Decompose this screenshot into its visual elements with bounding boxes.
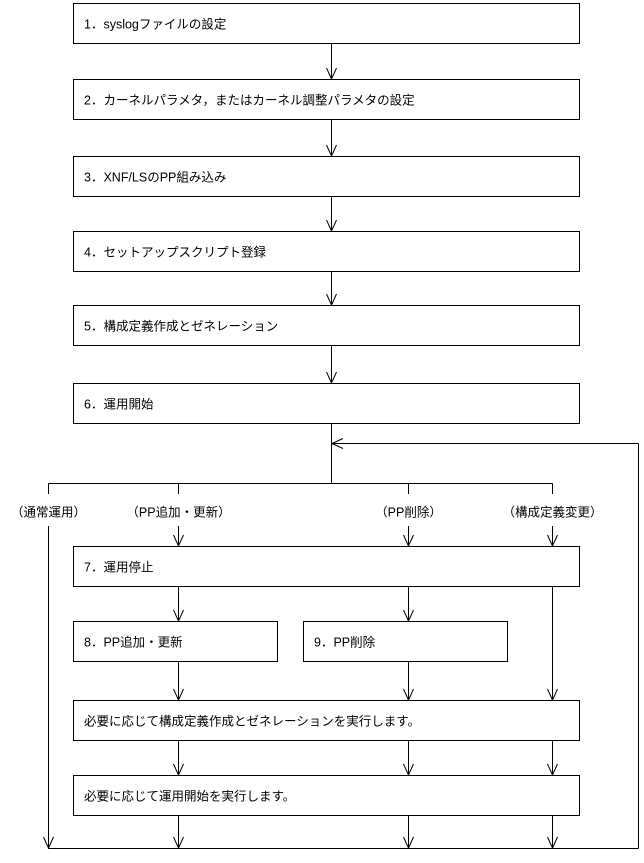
branch-label-config-change: （構成定義変更） (502, 504, 602, 519)
connector-step11-collector-mid (403, 815, 414, 850)
node-step11-label: 必要に応じて運用開始を実行します。 (84, 788, 295, 803)
connector-normal-operation (43, 526, 54, 850)
connector-pp-delete-step7 (403, 526, 414, 548)
node-step8: 8．PP追加・更新 (73, 621, 278, 662)
branch-label-pp-add: （PP追加・更新） (126, 504, 230, 519)
connector-step11-collector-right (547, 815, 558, 850)
connector-step7-step8 (173, 586, 184, 623)
connector-config-change-step7 (547, 526, 558, 548)
node-step1-label: 1．syslogファイルの設定 (84, 16, 226, 31)
node-step7: 7．運用停止 (73, 546, 580, 587)
node-step9: 9．PP削除 (303, 621, 508, 662)
connector-step4-step5 (326, 271, 337, 307)
node-step3-label: 3．XNF/LSのPP組み込み (84, 170, 226, 184)
node-step8-label: 8．PP追加・更新 (84, 634, 183, 649)
connector-step5-step6 (326, 345, 337, 385)
node-step10: 必要に応じて構成定義作成とゼネレーションを実行します。 (73, 700, 580, 741)
connector-step9-step10 (403, 661, 414, 702)
node-step3: 3．XNF/LSのPP組み込み (73, 156, 580, 197)
node-step4: 4．セットアップスクリプト登録 (73, 231, 580, 272)
node-step5-label: 5．構成定義作成とゼネレーション (84, 318, 278, 333)
node-step9-label: 9．PP削除 (314, 634, 376, 649)
node-step2: 2．カーネルパラメタ，またはカーネル調整パラメタの設定 (73, 79, 580, 120)
node-step1: 1．syslogファイルの設定 (73, 3, 580, 44)
branch-label-normal: （通常運用） (11, 505, 86, 519)
connector-step8-step10 (173, 661, 184, 702)
connector-step2-step3 (326, 119, 337, 158)
node-step4-label: 4．セットアップスクリプト登録 (84, 244, 266, 259)
connector-step10-step11-mid (403, 740, 414, 777)
node-step5: 5．構成定義作成とゼネレーション (73, 305, 580, 346)
branch-bus (48, 423, 553, 494)
branch-label-pp-delete: （PP削除） (375, 504, 442, 519)
connector-pp-add-step7 (173, 526, 184, 548)
connector-step1-step2 (326, 43, 337, 81)
connector-step10-step11-right (547, 740, 558, 777)
node-step6: 6．運用開始 (73, 383, 580, 424)
connector-step11-collector-left (173, 815, 184, 850)
node-step2-label: 2．カーネルパラメタ，またはカーネル調整パラメタの設定 (84, 92, 415, 107)
connector-step7-step9 (403, 586, 414, 623)
return-loop-connector (330, 438, 639, 849)
node-step11: 必要に応じて運用開始を実行します。 (73, 775, 580, 816)
node-step7-label: 7．運用停止 (84, 559, 153, 574)
connector-step3-step4 (326, 196, 337, 233)
connector-step10-step11-left (173, 740, 184, 777)
node-step6-label: 6．運用開始 (84, 397, 154, 411)
node-step10-label: 必要に応じて構成定義作成とゼネレーションを実行します。 (84, 713, 420, 728)
